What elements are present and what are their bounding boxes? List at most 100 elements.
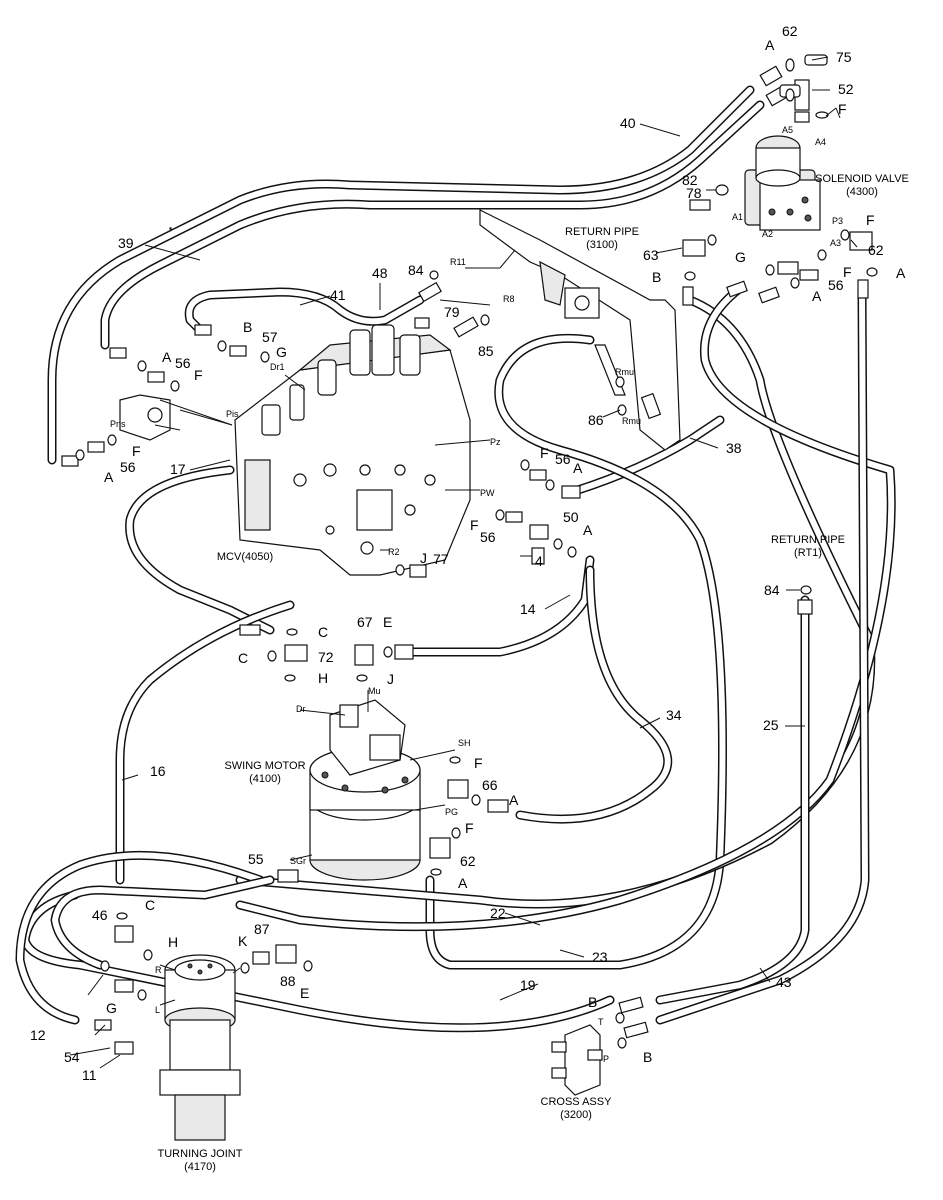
oring-letter: F xyxy=(470,517,479,533)
part-number: 48 xyxy=(372,265,388,281)
part-number: 86 xyxy=(588,412,604,428)
oring-letter: A xyxy=(765,37,775,53)
part-number: 54 xyxy=(64,1049,80,1065)
oring-letter: F xyxy=(465,820,474,836)
oring-letter: J xyxy=(387,671,394,687)
port-label: P3 xyxy=(832,216,843,226)
part-number: 17 xyxy=(170,461,186,477)
oring-letter: F xyxy=(474,755,483,771)
cross-assy-drawing xyxy=(551,1024,603,1096)
part-number: 22 xyxy=(490,905,506,921)
port-label: SGr xyxy=(290,856,306,866)
oring-letter: E xyxy=(383,614,392,630)
cross-assy-code: (3200) xyxy=(560,1109,592,1121)
part-number: 67 xyxy=(357,614,373,630)
part-number: 75 xyxy=(836,49,852,65)
part-number: 87 xyxy=(254,921,270,937)
oring-letter: A xyxy=(812,288,822,304)
return-pipe-caption: RETURN PIPE xyxy=(565,226,639,238)
part-number: 56 xyxy=(480,529,496,545)
oring-letter: E xyxy=(300,985,309,1001)
oring-letter: C xyxy=(318,624,328,640)
oring-letter: F xyxy=(843,264,852,280)
port-label: Rmu xyxy=(615,367,634,377)
part-number: 72 xyxy=(318,649,334,665)
oring-letter: F xyxy=(194,367,203,383)
port-label: R2 xyxy=(388,547,400,557)
port-label: A5 xyxy=(782,125,793,135)
solenoid-valve-code: (4300) xyxy=(846,186,878,198)
component-captions: SOLENOID VALVE (4300) RETURN PIPE (3100)… xyxy=(158,173,909,1173)
port-label: A2 xyxy=(762,229,773,239)
part-number: 16 xyxy=(150,763,166,779)
part-number: 19 xyxy=(520,977,536,993)
port-label: Dr1 xyxy=(270,362,285,372)
port-label: P xyxy=(603,1054,609,1064)
mcv-caption: MCV(4050) xyxy=(217,551,273,563)
port-label: A3 xyxy=(830,238,841,248)
part-number: 25 xyxy=(763,717,779,733)
oring-letter: A xyxy=(896,265,906,281)
part-number: 78 xyxy=(686,185,702,201)
solenoid-valve-caption: SOLENOID VALVE xyxy=(815,173,909,185)
oring-letter: G xyxy=(106,1000,117,1016)
part-number: 84 xyxy=(764,582,780,598)
part-number: 46 xyxy=(92,907,108,923)
return-pipe-code: (3100) xyxy=(586,239,618,251)
part-number: 85 xyxy=(478,343,494,359)
oring-letter: H xyxy=(168,934,178,950)
solenoid-valve-drawing xyxy=(744,79,821,231)
port-label: PW xyxy=(480,488,495,498)
part-number: 23 xyxy=(592,949,608,965)
part-number: 82 xyxy=(682,172,698,188)
part-number: 62 xyxy=(460,853,476,869)
oring-letter: A xyxy=(162,349,172,365)
oring-letter: G xyxy=(735,249,746,265)
port-label: L xyxy=(155,1005,160,1015)
part-number: 38 xyxy=(726,440,742,456)
oring-letter: J xyxy=(420,550,427,566)
part-number: 79 xyxy=(444,304,460,320)
part-number: 41 xyxy=(330,287,346,303)
part-number: 62 xyxy=(868,242,884,258)
return-pipe-rt1-code: (RT1) xyxy=(794,547,822,559)
swing-motor-code: (4100) xyxy=(249,773,281,785)
port-label: A4 xyxy=(815,137,826,147)
part-number: 77 xyxy=(433,551,449,567)
oring-letter: H xyxy=(318,670,328,686)
swing-motor-drawing xyxy=(309,699,421,881)
oring-letter: G xyxy=(276,344,287,360)
part-number: 56 xyxy=(555,451,571,467)
o-rings xyxy=(75,58,878,1049)
part-number: 39 xyxy=(118,235,134,251)
part-number: 56 xyxy=(120,459,136,475)
part-number-labels: 4 11 12 14 16 17 19 22 23 25 34 38 39 40… xyxy=(30,23,884,1083)
part-number: 40 xyxy=(620,115,636,131)
part-number: 50 xyxy=(563,509,579,525)
oring-letter: C xyxy=(238,650,248,666)
part-number: 66 xyxy=(482,777,498,793)
port-label: R11 xyxy=(450,257,466,267)
port-label: A1 xyxy=(732,212,743,222)
oring-letter: A xyxy=(458,875,468,891)
return-pipe-3100-drawing xyxy=(479,209,681,451)
port-label: T xyxy=(598,1017,604,1027)
part-number: 11 xyxy=(82,1067,97,1083)
port-label: R8 xyxy=(503,294,515,304)
port-label: Pz xyxy=(490,437,501,447)
oring-letter: F xyxy=(540,445,549,461)
cross-assy-caption: CROSS ASSY xyxy=(541,1096,613,1108)
leader-lines xyxy=(69,56,858,1069)
hose-fittings xyxy=(61,54,873,1055)
part-number: 52 xyxy=(838,81,854,97)
port-label: Rmu xyxy=(622,416,641,426)
part-number: 56 xyxy=(828,277,844,293)
part-number: 88 xyxy=(280,973,296,989)
oring-letter: K xyxy=(238,933,248,949)
oring-letter: F xyxy=(132,443,141,459)
turning-joint-drawing xyxy=(159,954,241,1141)
oring-letter: A xyxy=(104,469,114,485)
part-number: 14 xyxy=(520,601,536,617)
o-ring-letter-labels: A A A A A A A A A B B B B C C C E E F F … xyxy=(104,37,906,1065)
oring-letter: C xyxy=(145,897,155,913)
